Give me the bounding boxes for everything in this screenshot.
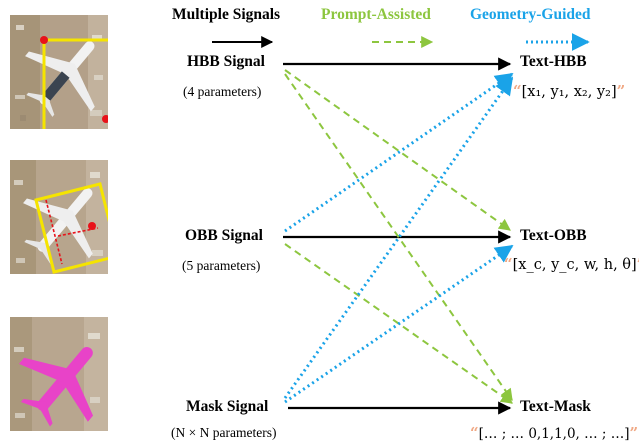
text-obb-label: Text-OBB (520, 227, 587, 244)
obb-example-image (10, 160, 108, 274)
text-mask-label: Text-Mask (520, 398, 591, 415)
prompt-hbb-to-mask (284, 73, 513, 401)
text-obb-format: “[x_c, y_c, w, h, θ]” (504, 255, 639, 273)
header-geometry-guided: Geometry-Guided (470, 6, 591, 23)
text-hbb-format: “[x₁, y₁, x₂, y₂]” (513, 82, 626, 100)
hbb-example-image (10, 15, 108, 129)
header-prompt-assisted: Prompt-Assisted (321, 6, 431, 23)
hbb-signal-params: (4 parameters) (183, 84, 262, 99)
geometry-mask-to-obb (284, 244, 514, 404)
text-mask-format: “[… ; … 0,1,1,0, … ; …]” (470, 424, 639, 442)
hbb-signal-label: HBB Signal (187, 53, 265, 70)
mask-signal-params: (N × N parameters) (171, 425, 277, 440)
mask-example-image (10, 317, 108, 431)
prompt-hbb-to-obb (284, 69, 511, 231)
text-hbb-label: Text-HBB (520, 53, 587, 70)
geometry-obb-to-hbb (284, 72, 514, 233)
header-multiple-signals: Multiple Signals (172, 6, 281, 23)
obb-signal-params: (5 parameters) (182, 258, 261, 273)
mask-signal-label: Mask Signal (186, 398, 269, 415)
obb-signal-label: OBB Signal (185, 227, 263, 244)
